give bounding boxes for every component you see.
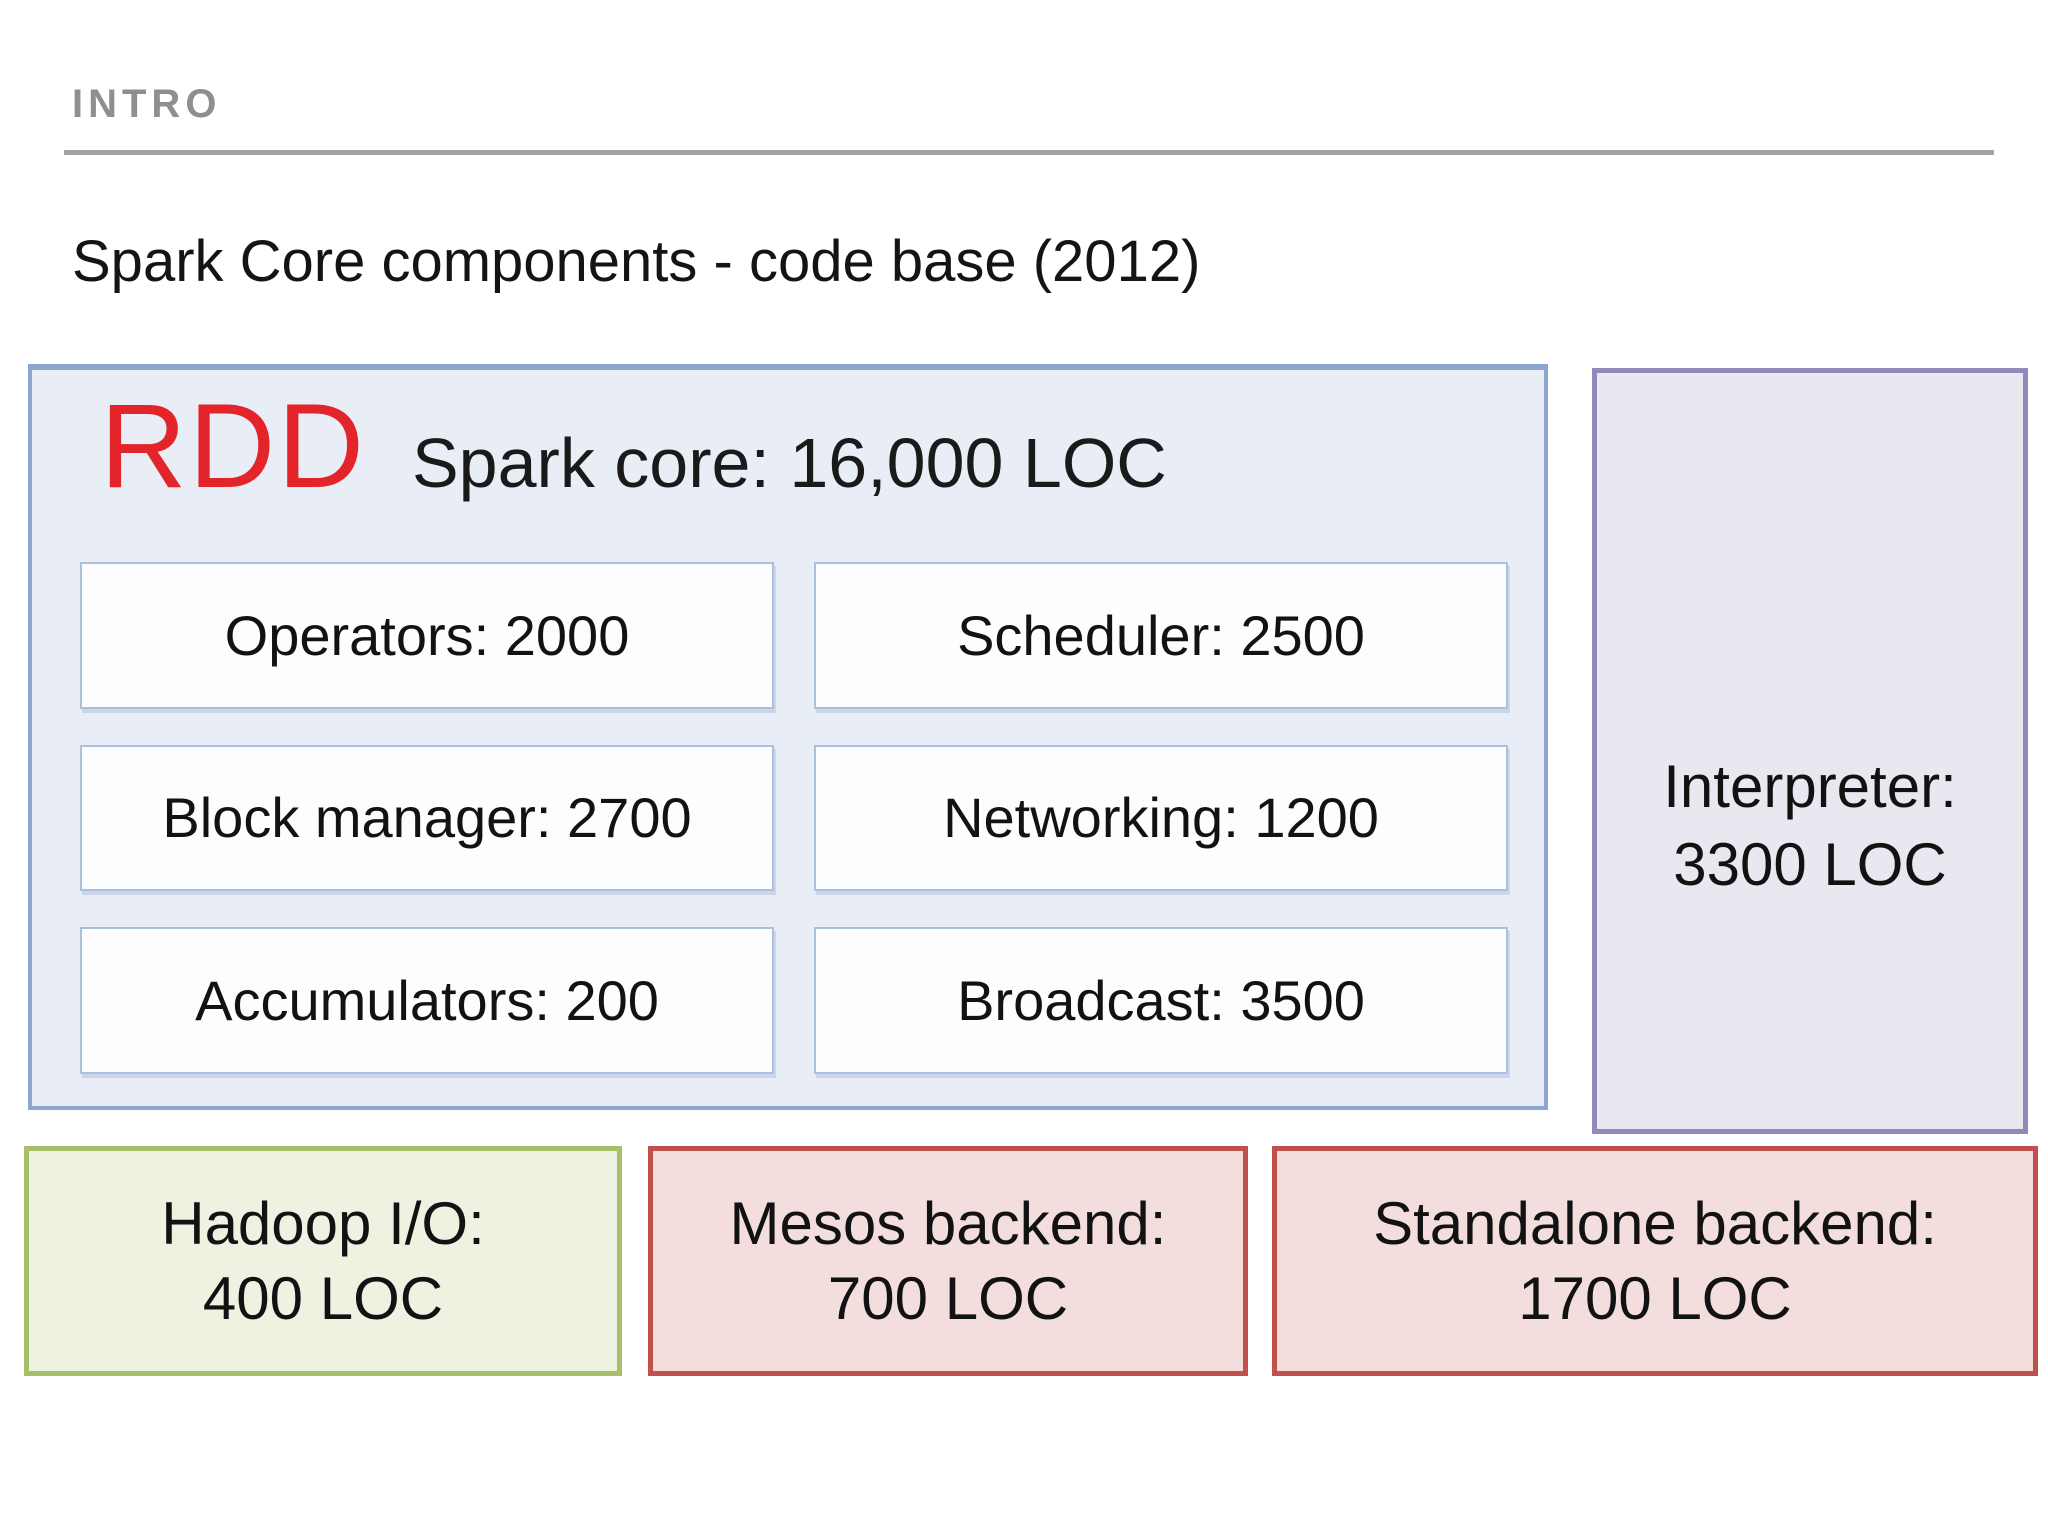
standalone-backend-loc: 1700 LOC [1518,1265,1792,1332]
component-grid: Operators: 2000 Scheduler: 2500 Block ma… [80,562,1508,1074]
component-box-broadcast: Broadcast: 3500 [814,927,1508,1074]
hadoop-io-label: Hadoop I/O: [161,1190,485,1257]
component-box-scheduler: Scheduler: 2500 [814,562,1508,709]
component-box-operators: Operators: 2000 [80,562,774,709]
standalone-backend-label: Standalone backend: [1373,1190,1937,1257]
interpreter-box: Interpreter: 3300 LOC [1592,368,2028,1134]
page-title: Spark Core components - code base (2012) [72,229,1201,294]
component-box-block-manager: Block manager: 2700 [80,744,774,892]
spark-core-total-loc: Spark core: 16,000 LOC [411,424,1167,502]
rdd-heading: RDD Spark core: 16,000 LOC [100,380,1167,512]
component-label: Operators: 2000 [224,603,630,667]
mesos-backend-loc: 700 LOC [827,1265,1069,1332]
header-divider [64,150,1994,155]
component-box-networking: Networking: 1200 [814,744,1508,892]
component-label: Scheduler: 2500 [957,603,1365,667]
mesos-backend-box: Mesos backend: 700 LOC [648,1146,1248,1376]
component-box-accumulators: Accumulators: 200 [80,927,774,1074]
mesos-backend-label: Mesos backend: [729,1190,1167,1257]
standalone-backend-box: Standalone backend: 1700 LOC [1272,1146,2038,1376]
component-label: Networking: 1200 [943,786,1379,850]
interpreter-loc: 3300 LOC [1673,831,1947,898]
component-label: Broadcast: 3500 [957,969,1365,1033]
component-label: Accumulators: 200 [195,969,659,1033]
hadoop-io-box: Hadoop I/O: 400 LOC [24,1146,622,1376]
rdd-label: RDD [100,379,366,513]
rdd-core-box: RDD Spark core: 16,000 LOC Operators: 20… [28,364,1548,1110]
interpreter-label: Interpreter: [1663,753,1957,820]
component-label: Block manager: 2700 [162,786,692,850]
hadoop-io-loc: 400 LOC [202,1265,444,1332]
section-eyebrow: INTRO [72,82,222,126]
